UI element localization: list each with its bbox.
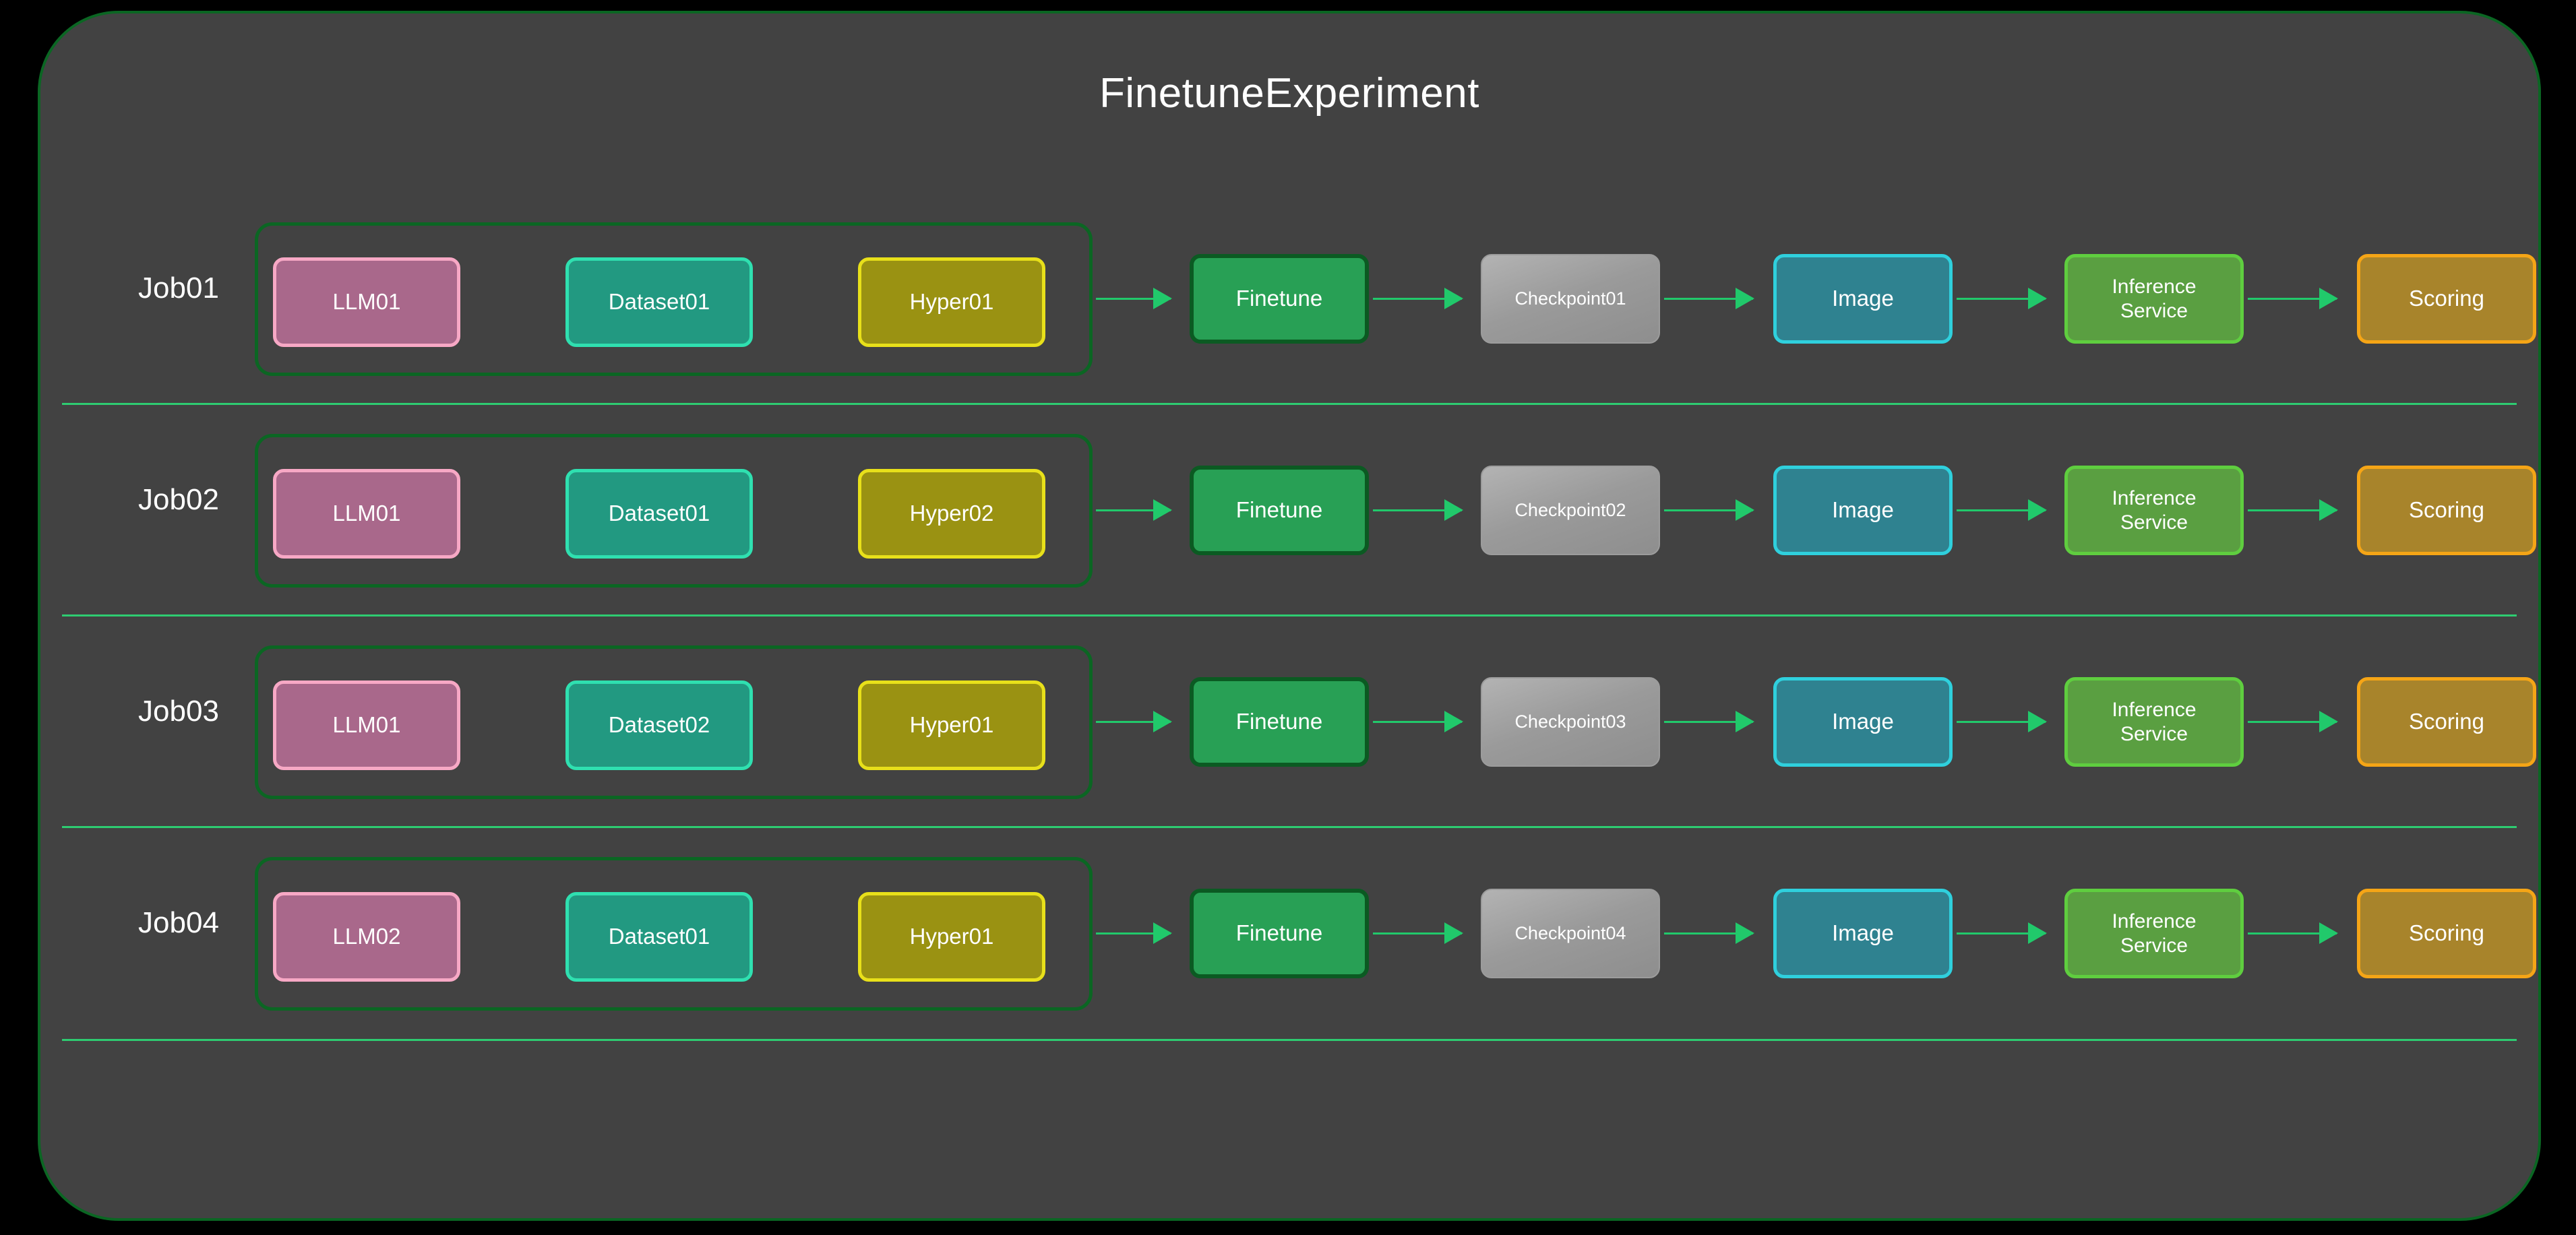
job-label: Job03 [138, 695, 219, 728]
edge-image-to-inference [1957, 711, 2047, 732]
scoring-node[interactable]: Scoring [2357, 254, 2536, 344]
edge-image-to-inference [1957, 288, 2047, 309]
row-separator [62, 403, 2517, 405]
edge-inference-to-scoring [2248, 922, 2338, 944]
dataset-node[interactable]: Dataset02 [565, 680, 753, 770]
llm-node[interactable]: LLM01 [273, 680, 460, 770]
scoring-node[interactable]: Scoring [2357, 889, 2536, 978]
llm-node[interactable]: LLM02 [273, 892, 460, 982]
edge-inputs-to-finetune [1096, 922, 1172, 944]
image-node[interactable]: Image [1773, 466, 1953, 555]
edge-checkpoint-to-image [1664, 922, 1754, 944]
edge-image-to-inference [1957, 499, 2047, 521]
job-row: Job02 LLM01 Dataset01 Hyper02 Finetune C… [40, 410, 2538, 612]
inference-service-node[interactable]: Inference Service [2064, 677, 2244, 767]
hyperparameters-node[interactable]: Hyper02 [858, 469, 1045, 559]
llm-node[interactable]: LLM01 [273, 469, 460, 559]
image-node[interactable]: Image [1773, 254, 1953, 344]
job-label: Job04 [138, 906, 219, 939]
finetune-node[interactable]: Finetune [1190, 254, 1369, 344]
scoring-node[interactable]: Scoring [2357, 466, 2536, 555]
job-row: Job01 LLM01 Dataset01 Hyper01 Finetune C… [40, 198, 2538, 400]
edge-checkpoint-to-image [1664, 499, 1754, 521]
inference-service-node[interactable]: Inference Service [2064, 254, 2244, 344]
row-separator [62, 826, 2517, 828]
dataset-node[interactable]: Dataset01 [565, 469, 753, 559]
edge-finetune-to-checkpoint [1373, 499, 1463, 521]
edge-inference-to-scoring [2248, 499, 2338, 521]
edge-checkpoint-to-image [1664, 711, 1754, 732]
experiment-diagram-container: FinetuneExperiment Job01 LLM01 Dataset01… [38, 11, 2541, 1221]
hyperparameters-node[interactable]: Hyper01 [858, 257, 1045, 347]
inference-service-node[interactable]: Inference Service [2064, 466, 2244, 555]
edge-image-to-inference [1957, 922, 2047, 944]
edge-inputs-to-finetune [1096, 288, 1172, 309]
checkpoint-node[interactable]: Checkpoint03 [1481, 677, 1660, 767]
edge-finetune-to-checkpoint [1373, 711, 1463, 732]
scoring-node[interactable]: Scoring [2357, 677, 2536, 767]
checkpoint-node[interactable]: Checkpoint04 [1481, 889, 1660, 978]
finetune-node[interactable]: Finetune [1190, 889, 1369, 978]
job-inputs-group: LLM01 Dataset01 Hyper01 [255, 222, 1093, 376]
finetune-node[interactable]: Finetune [1190, 677, 1369, 767]
job-inputs-group: LLM01 Dataset01 Hyper02 [255, 434, 1093, 588]
job-label: Job02 [138, 483, 219, 516]
edge-finetune-to-checkpoint [1373, 288, 1463, 309]
edge-inputs-to-finetune [1096, 711, 1172, 732]
job-inputs-group: LLM02 Dataset01 Hyper01 [255, 857, 1093, 1011]
job-inputs-group: LLM01 Dataset02 Hyper01 [255, 645, 1093, 799]
llm-node[interactable]: LLM01 [273, 257, 460, 347]
job-row: Job03 LLM01 Dataset02 Hyper01 Finetune C… [40, 621, 2538, 823]
row-separator [62, 614, 2517, 616]
edge-checkpoint-to-image [1664, 288, 1754, 309]
inference-service-node[interactable]: Inference Service [2064, 889, 2244, 978]
hyperparameters-node[interactable]: Hyper01 [858, 892, 1045, 982]
dataset-node[interactable]: Dataset01 [565, 257, 753, 347]
checkpoint-node[interactable]: Checkpoint01 [1481, 254, 1660, 344]
image-node[interactable]: Image [1773, 889, 1953, 978]
job-label: Job01 [138, 272, 219, 305]
edge-inference-to-scoring [2248, 711, 2338, 732]
job-row: Job04 LLM02 Dataset01 Hyper01 Finetune C… [40, 833, 2538, 1035]
hyperparameters-node[interactable]: Hyper01 [858, 680, 1045, 770]
dataset-node[interactable]: Dataset01 [565, 892, 753, 982]
edge-inputs-to-finetune [1096, 499, 1172, 521]
checkpoint-node[interactable]: Checkpoint02 [1481, 466, 1660, 555]
row-separator [62, 1039, 2517, 1041]
edge-inference-to-scoring [2248, 288, 2338, 309]
edge-finetune-to-checkpoint [1373, 922, 1463, 944]
finetune-node[interactable]: Finetune [1190, 466, 1369, 555]
image-node[interactable]: Image [1773, 677, 1953, 767]
page-title: FinetuneExperiment [1099, 70, 1479, 117]
